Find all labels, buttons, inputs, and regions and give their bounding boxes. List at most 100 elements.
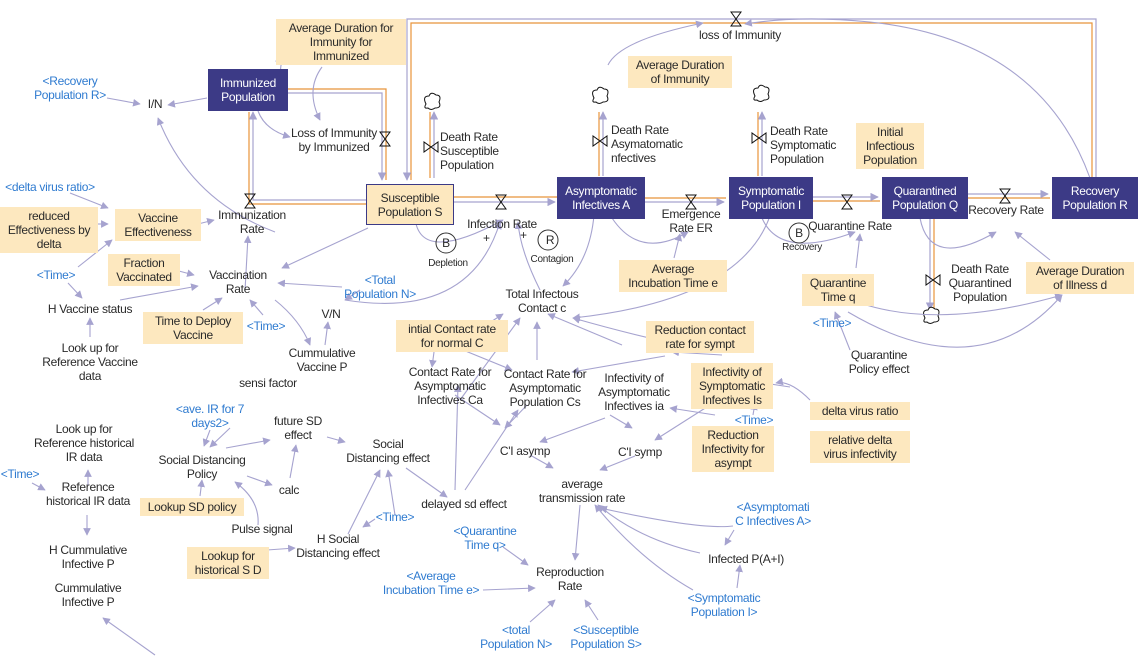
shadow-total-population-n-lower[interactable]: <total Population N> [480, 623, 552, 651]
polarity-plus: + [520, 228, 528, 242]
var-contact-rate-cs[interactable]: Contact Rate for Asymptomatic Population… [503, 367, 587, 409]
stock-symptomatic-population[interactable]: Symptomatic Population I [729, 177, 813, 219]
var-cummulative-vaccine[interactable]: Cummulative Vaccine P [288, 346, 356, 374]
var-reference-historical-ir[interactable]: Reference historical IR data [46, 480, 130, 508]
flow-loss-immunity-immunized[interactable]: Loss of Immunity by Immunized [291, 126, 377, 154]
var-quarantine-policy-effect[interactable]: Quarantine Policy effect [848, 348, 910, 376]
shadow-time-historical-ir[interactable]: <Time> [0, 467, 40, 481]
const-lookup-sd-policy[interactable]: Lookup SD policy [140, 498, 244, 516]
flow-infection-rate[interactable]: Infection Rate [467, 217, 537, 231]
const-avg-duration-immunity-immunized[interactable]: Average Duration for Immunity for Immuni… [276, 19, 406, 65]
flow-death-symptomatic[interactable]: Death Rate Symptomatic Population [770, 124, 837, 166]
shadow-ave-ir-7-days[interactable]: <ave. IR for 7 days2> [175, 402, 245, 430]
flow-immunization-rate[interactable]: Immunization Rate [218, 208, 286, 236]
stock-asymptomatic-infectives[interactable]: Asymptomatic Infectives A [557, 177, 645, 219]
var-contact-rate-ca[interactable]: Contact Rate for Asymptomatic Infectives… [408, 365, 492, 407]
causal-links [31, 18, 1091, 656]
valve-icon [244, 193, 256, 209]
loop-recovery-label: Recovery [782, 242, 822, 253]
flow-death-asymptomatic[interactable]: Death Rate Asymatomatic nfectives [611, 123, 683, 165]
shadow-total-population-n[interactable]: <Total Population N> [344, 273, 416, 301]
shadow-susceptible-population-s[interactable]: <Susceptible Population S> [570, 623, 642, 651]
stock-recovery-population[interactable]: Recovery Population R [1052, 177, 1138, 219]
stock-susceptible-population[interactable]: Susceptible Population S [366, 184, 454, 225]
var-social-distancing-policy[interactable]: Social Distancing Policy [158, 453, 246, 481]
shadow-time-sd-effect[interactable]: <Time> [375, 510, 415, 524]
const-average-incubation-time[interactable]: Average Incubation Time e [619, 260, 727, 292]
var-h-vaccine-status[interactable]: H Vaccine status [47, 302, 133, 316]
shadow-average-incubation-time[interactable]: <Average Incubation Time e> [382, 569, 480, 597]
valve-icon [423, 141, 439, 153]
const-fraction-vaccinated[interactable]: Fraction Vaccinated [108, 254, 180, 286]
loop-contagion-label: Contagion [530, 254, 574, 265]
const-quarantine-time[interactable]: Quarantine Time q [802, 274, 874, 306]
const-relative-delta-infectivity[interactable]: relative delta virus infectivity [810, 431, 910, 463]
valve-icon [925, 274, 941, 286]
var-calc[interactable]: calc [278, 483, 300, 497]
var-lookup-ref-historical-ir[interactable]: Look up for Reference historical IR data [33, 422, 135, 464]
flow-loss-of-immunity[interactable]: loss of Immunity [699, 28, 781, 42]
var-reproduction-rate[interactable]: Reproduction Rate [536, 565, 604, 593]
shadow-recovery-population-r[interactable]: <Recovery Population R> [34, 74, 106, 102]
const-infectivity-symptomatic[interactable]: Infectivity of Symptomatic Infectives Is [691, 363, 773, 409]
shadow-quarantine-time-q[interactable]: <Quarantine Time q> [453, 524, 517, 552]
loop-depletion-icon [435, 232, 457, 254]
shadow-time-infectivity[interactable]: <Time> [734, 413, 774, 427]
shadow-time-vaccine[interactable]: <Time> [36, 268, 76, 282]
valve-icon [730, 11, 742, 27]
loop-contagion-symbol: R [545, 233, 555, 247]
var-infectivity-asymptomatic[interactable]: Infectivity of Asymptomatic Infectives i… [598, 371, 670, 413]
loop-recovery-symbol: B [795, 226, 803, 240]
var-h-social-distancing-effect[interactable]: H Social Distancing effect [296, 532, 380, 560]
flow-recovery-rate[interactable]: Recovery Rate [968, 203, 1044, 217]
var-future-sd-effect[interactable]: future SD effect [274, 414, 322, 442]
var-total-infectious-contact[interactable]: Total Infectous Contact c [505, 287, 579, 315]
const-time-to-deploy-vaccine[interactable]: Time to Deploy Vaccine [143, 312, 243, 344]
shadow-asymptomatic-infectives-a[interactable]: <Asymptomati C Infectives A> [735, 500, 811, 528]
stock-immunized-population[interactable]: Immunized Population [208, 69, 288, 111]
const-vaccine-effectiveness[interactable]: Vaccine Effectiveness [115, 209, 201, 241]
const-avg-duration-illness[interactable]: Average Duration of Illness d [1026, 262, 1134, 294]
cloud-icon [592, 86, 609, 104]
const-avg-duration-immunity[interactable]: Average Duration of Immunity [628, 56, 732, 88]
const-delta-virus-ratio[interactable]: delta virus ratio [810, 402, 910, 420]
polarity-plus: + [483, 231, 491, 245]
var-ci-symp[interactable]: C'I symp [618, 445, 662, 459]
var-average-transmission-rate[interactable]: average transmission rate [538, 477, 626, 505]
flow-emergence-rate[interactable]: Emergence Rate ER [661, 207, 721, 235]
flow-death-susceptible[interactable]: Death Rate Susceptible Population [440, 130, 499, 172]
var-infected-p-a-plus-i[interactable]: Infected P(A+I) [708, 552, 784, 566]
var-cummulative-infective[interactable]: Cummulative Infective P [54, 581, 122, 609]
cloud-icon [424, 92, 441, 110]
loop-recovery-icon [788, 222, 810, 244]
const-reduction-contact-rate[interactable]: Reduction contact rate for sympt [646, 321, 754, 353]
const-reduction-infectivity-asympt[interactable]: Reduction Infectivity for asympt [692, 426, 774, 472]
flow-death-quarantined[interactable]: Death Rate Quarantined Population [948, 262, 1012, 304]
const-lookup-historical-sd[interactable]: Lookup for historical S D [187, 547, 269, 579]
shadow-time-vaccination[interactable]: <Time> [246, 319, 286, 333]
var-vaccination-rate[interactable]: Vaccination Rate [209, 268, 267, 296]
const-reduced-effectiveness[interactable]: reduced Effectiveness by delta [0, 207, 98, 253]
stock-quarantined-population[interactable]: Quarantined Population Q [882, 177, 968, 219]
shadow-symptomatic-population-i[interactable]: <Symptomatic Population I> [687, 591, 761, 619]
valve-icon [685, 194, 697, 210]
valves [244, 11, 1011, 286]
var-v-over-n[interactable]: V/N [321, 307, 341, 321]
shadow-time-quarantine[interactable]: <Time> [812, 316, 852, 330]
cloud-icon [753, 84, 770, 102]
var-lookup-ref-vaccine[interactable]: Look up for Reference Vaccine data [42, 341, 138, 383]
var-h-cummulative-infective[interactable]: H Cummulative Infective P [48, 543, 128, 571]
const-initial-contact-rate[interactable]: intial Contact rate for normal C [396, 320, 508, 352]
var-i-over-n[interactable]: I/N [147, 97, 163, 111]
var-social-distancing-effect[interactable]: Social Distancing effect [346, 437, 430, 465]
var-pulse-signal[interactable]: Pulse signal [231, 522, 293, 536]
var-delayed-sd-effect[interactable]: delayed sd effect [421, 497, 507, 511]
var-sensi-factor[interactable]: sensi factor [239, 376, 297, 390]
loop-depletion-label: Depletion [428, 258, 468, 269]
const-initial-infectious-population[interactable]: Initial Infectious Population [856, 123, 924, 169]
loop-depletion-symbol: B [442, 236, 450, 250]
cloud-icon [923, 306, 940, 324]
flow-quarantine-rate[interactable]: Quarantine Rate [808, 219, 892, 233]
var-ci-asymp[interactable]: C'I asymp [499, 444, 551, 458]
shadow-delta-virus-ratio[interactable]: <delta virus ratio> [5, 180, 95, 194]
